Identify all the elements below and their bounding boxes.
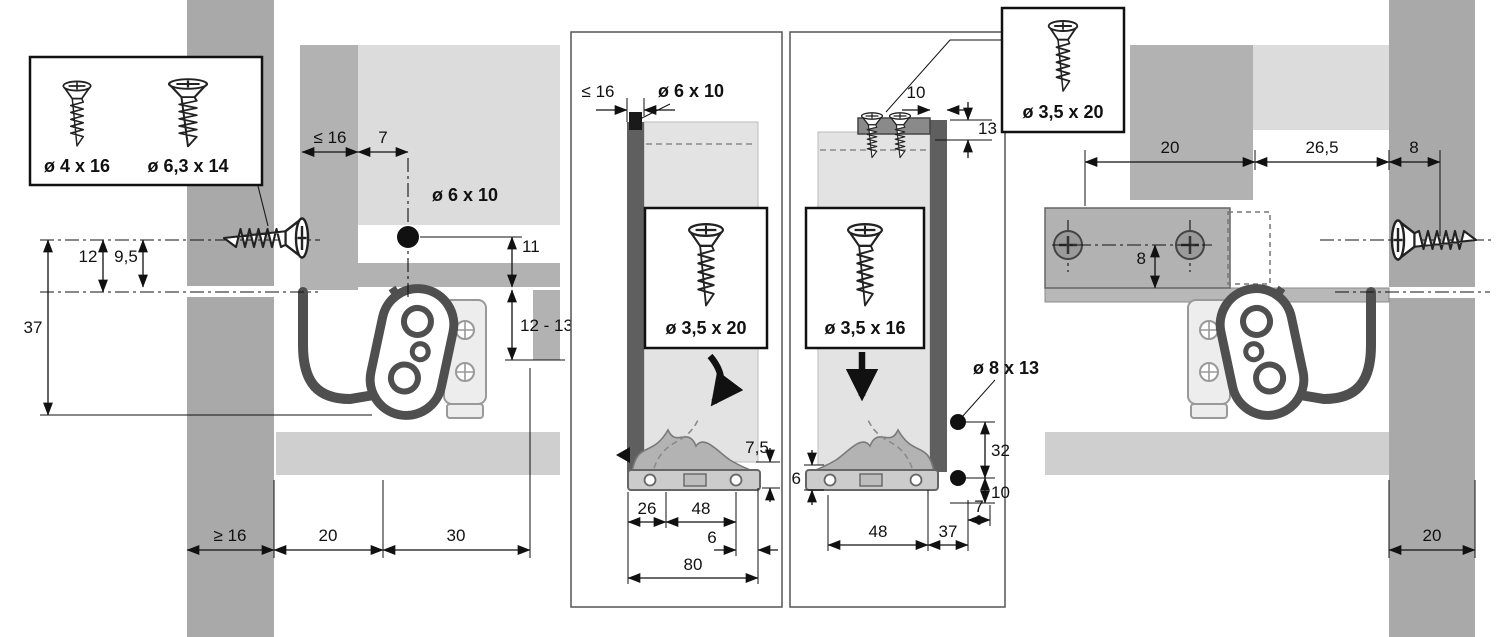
- top-block: [1130, 45, 1253, 200]
- dowel-plug: [629, 112, 642, 130]
- dim-label: 13: [978, 119, 997, 138]
- dim-label: 12 - 13: [520, 316, 573, 335]
- dim-label: 11: [522, 237, 540, 256]
- dim-side-max16: ≤ 16: [582, 82, 675, 115]
- dim-bottom-row-left: ≥ 16 20 30: [186, 368, 531, 558]
- dim-6: 6: [792, 450, 824, 505]
- cabinet-left-section: ø 4 x 16 ø 6,3 x 14 ø 6 x 10 ≤ 16 7 11 1…: [24, 0, 573, 637]
- top-light-block: [1253, 45, 1389, 130]
- dim-12-13: 12 - 13: [505, 289, 573, 361]
- dim-label: ≤ 16: [582, 82, 615, 101]
- dim-label: 7,5: [745, 438, 769, 457]
- leader-line: [885, 39, 1002, 113]
- screw-size-label: ø 3,5 x 16: [824, 318, 905, 338]
- drawer-bottom-shelf: [345, 263, 560, 287]
- dim-9-5: 9,5: [114, 239, 148, 288]
- drawer-side-bar: [627, 122, 644, 472]
- dim-top-row-right: 20 26,5 8: [1084, 138, 1441, 236]
- dim-label: 20: [319, 526, 338, 545]
- dim-label: ≤ 16: [314, 128, 347, 147]
- dim-mid-8: 8: [1052, 244, 1212, 289]
- dim-label: 48: [869, 522, 888, 541]
- dim-13: 13: [935, 102, 997, 158]
- bottom-band: [276, 432, 560, 475]
- dim-label: 10: [907, 83, 926, 102]
- cabinet-right-section: 20 26,5 8 8 20: [1044, 0, 1492, 637]
- screw-size-label: ø 3,5 x 20: [665, 318, 746, 338]
- dim-label: ø 6 x 10: [658, 81, 724, 101]
- dim-label: 30: [447, 526, 466, 545]
- panel-drill-gap: [1389, 287, 1475, 298]
- dim-label: 7: [974, 497, 983, 516]
- dim-7-5: 7,5: [745, 438, 780, 502]
- dim-hole: ø 6 x 10: [432, 185, 498, 205]
- rear-bracket: [857, 112, 931, 159]
- screw-size-label: ø 6,3 x 14: [147, 156, 228, 176]
- dim-11: 11: [420, 236, 540, 288]
- dim-label: 37: [24, 318, 43, 337]
- panel-drill-gap: [187, 286, 274, 297]
- drawer-interior: [358, 45, 560, 225]
- dim-12: 12: [79, 239, 108, 293]
- dim-label: 8: [1137, 249, 1146, 268]
- dim-label: 6: [792, 469, 801, 488]
- screw-legend-box-rear: ø 3,5 x 16: [804, 206, 926, 350]
- front-edge-piece: [533, 290, 560, 360]
- dim-label: 7: [378, 128, 387, 147]
- dim-label: 32: [991, 441, 1010, 460]
- dim-label: 20: [1423, 526, 1442, 545]
- dim-32: 32: [966, 421, 1010, 479]
- dim-label: 37: [939, 522, 958, 541]
- dim-37: 37: [24, 239, 53, 416]
- screw-legend-box-left: ø 4 x 16 ø 6,3 x 14: [28, 55, 269, 227]
- dim-top-7: 7: [357, 128, 409, 157]
- dim-bottom-row-rear: 48 37 7: [827, 490, 991, 551]
- dim-label: 48: [692, 499, 711, 518]
- dim-dowel: ø 6 x 10: [639, 81, 724, 120]
- dim-label: 9,5: [114, 247, 138, 266]
- dim-label: 20: [1161, 138, 1180, 157]
- pin-dots: ø 8 x 13: [950, 358, 1039, 486]
- dim-label: ≥ 16: [214, 526, 247, 545]
- left-indicator-arrow-icon: [616, 447, 630, 463]
- bottom-band: [1045, 432, 1389, 475]
- screw-size-label: ø 3,5 x 20: [1022, 102, 1103, 122]
- dim-label: 10: [991, 483, 1010, 502]
- drawer-rear-section: 10 13 ø 3,5 x 16 ø 8 x 13: [789, 6, 1126, 608]
- dim-label: 6: [707, 528, 716, 547]
- dim-label: 26,5: [1305, 138, 1338, 157]
- drawer-side-bar: [930, 120, 947, 472]
- front-strip: [300, 45, 358, 290]
- dim-label: 8: [1409, 138, 1418, 157]
- dim-top-max16: ≤ 16: [301, 128, 359, 157]
- pointer-arrow-icon: [707, 353, 744, 407]
- drill-hole-dot: [397, 226, 419, 248]
- screw-legend-box-front: ø 3,5 x 20: [643, 206, 769, 350]
- dim-label: 12: [79, 247, 98, 266]
- dim-label: 80: [684, 555, 703, 574]
- cabinet-side-panel: [1389, 0, 1475, 637]
- dim-bottom-row-front: 26 48 6 80: [627, 488, 778, 584]
- screw-size-label: ø 4 x 16: [44, 156, 110, 176]
- drawer-front-section: ≤ 16 ø 6 x 10 ø 3,5 x 20 7,5: [570, 31, 783, 608]
- screw-legend-box-top: ø 3,5 x 20: [1000, 6, 1126, 134]
- dim-label: ø 8 x 13: [973, 358, 1039, 378]
- dim-label: 26: [638, 499, 657, 518]
- dim-10: 10: [950, 477, 1010, 504]
- dim-bottom-20: 20: [1388, 480, 1476, 558]
- dim-top-10: 10: [902, 83, 965, 115]
